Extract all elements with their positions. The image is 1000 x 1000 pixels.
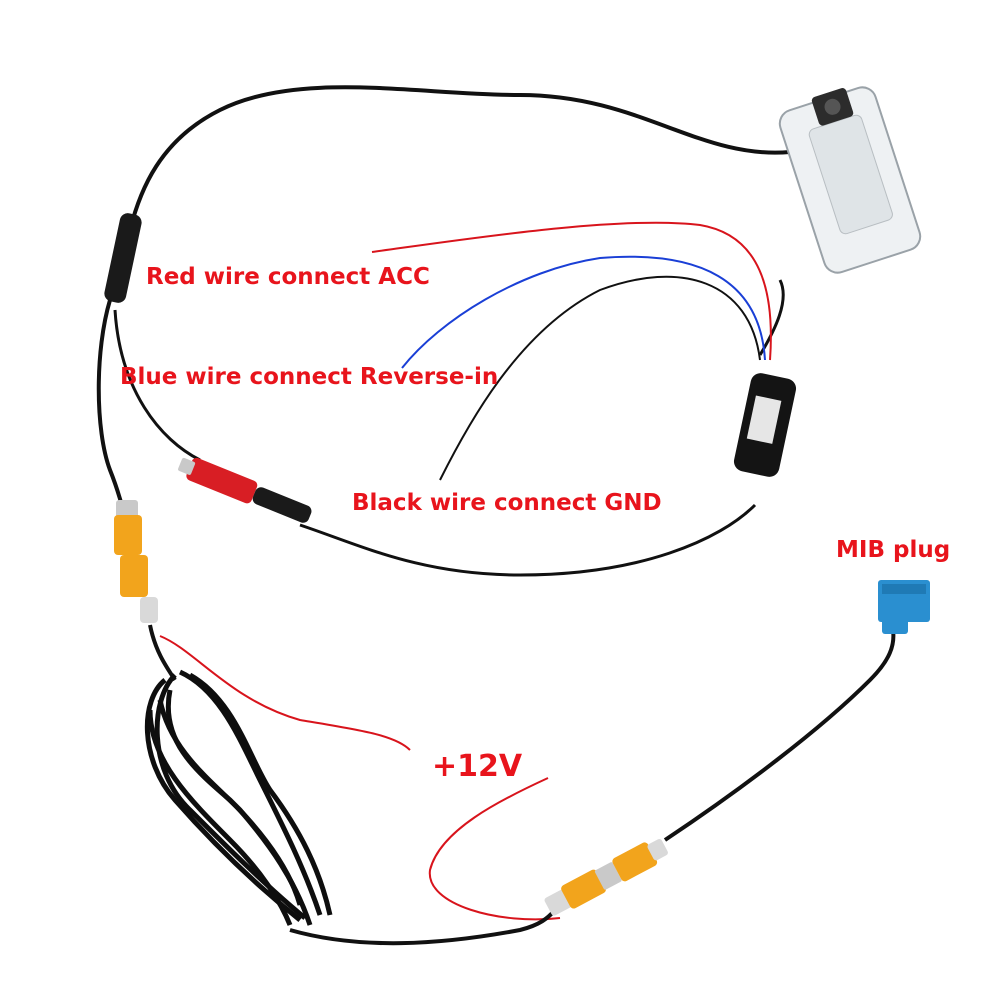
plus12v-label: +12V — [432, 749, 523, 784]
video-cable-left — [96, 299, 124, 506]
yellow-rca-lower — [544, 839, 668, 916]
coiled-cable — [144, 669, 333, 926]
plus12v-lead-upper — [159, 635, 411, 751]
blue-reverse-wire — [401, 255, 766, 369]
mib-cable — [663, 629, 896, 842]
black-gnd-wire — [439, 275, 761, 481]
power-cable-2 — [299, 503, 757, 577]
plus12v-lead-lower — [428, 777, 561, 921]
bottom-cable — [289, 908, 557, 946]
red-wire-label: Red wire connect ACC — [146, 264, 430, 290]
blue-wire-label: Blue wire connect Reverse-in — [120, 364, 499, 390]
yellow-rca-upper — [114, 500, 158, 623]
red-rca-connector — [178, 457, 312, 523]
inline-connector — [104, 213, 142, 303]
camera-cable — [128, 85, 791, 231]
black-wire-label: Black wire connect GND — [352, 490, 662, 516]
red-acc-wire — [371, 221, 772, 361]
mib-plug — [878, 580, 930, 634]
camera-housing — [778, 86, 922, 274]
control-box — [733, 373, 797, 477]
video-cable-down — [148, 624, 177, 682]
mib-plug-label: MIB plug — [836, 537, 951, 563]
power-cable — [113, 309, 201, 462]
